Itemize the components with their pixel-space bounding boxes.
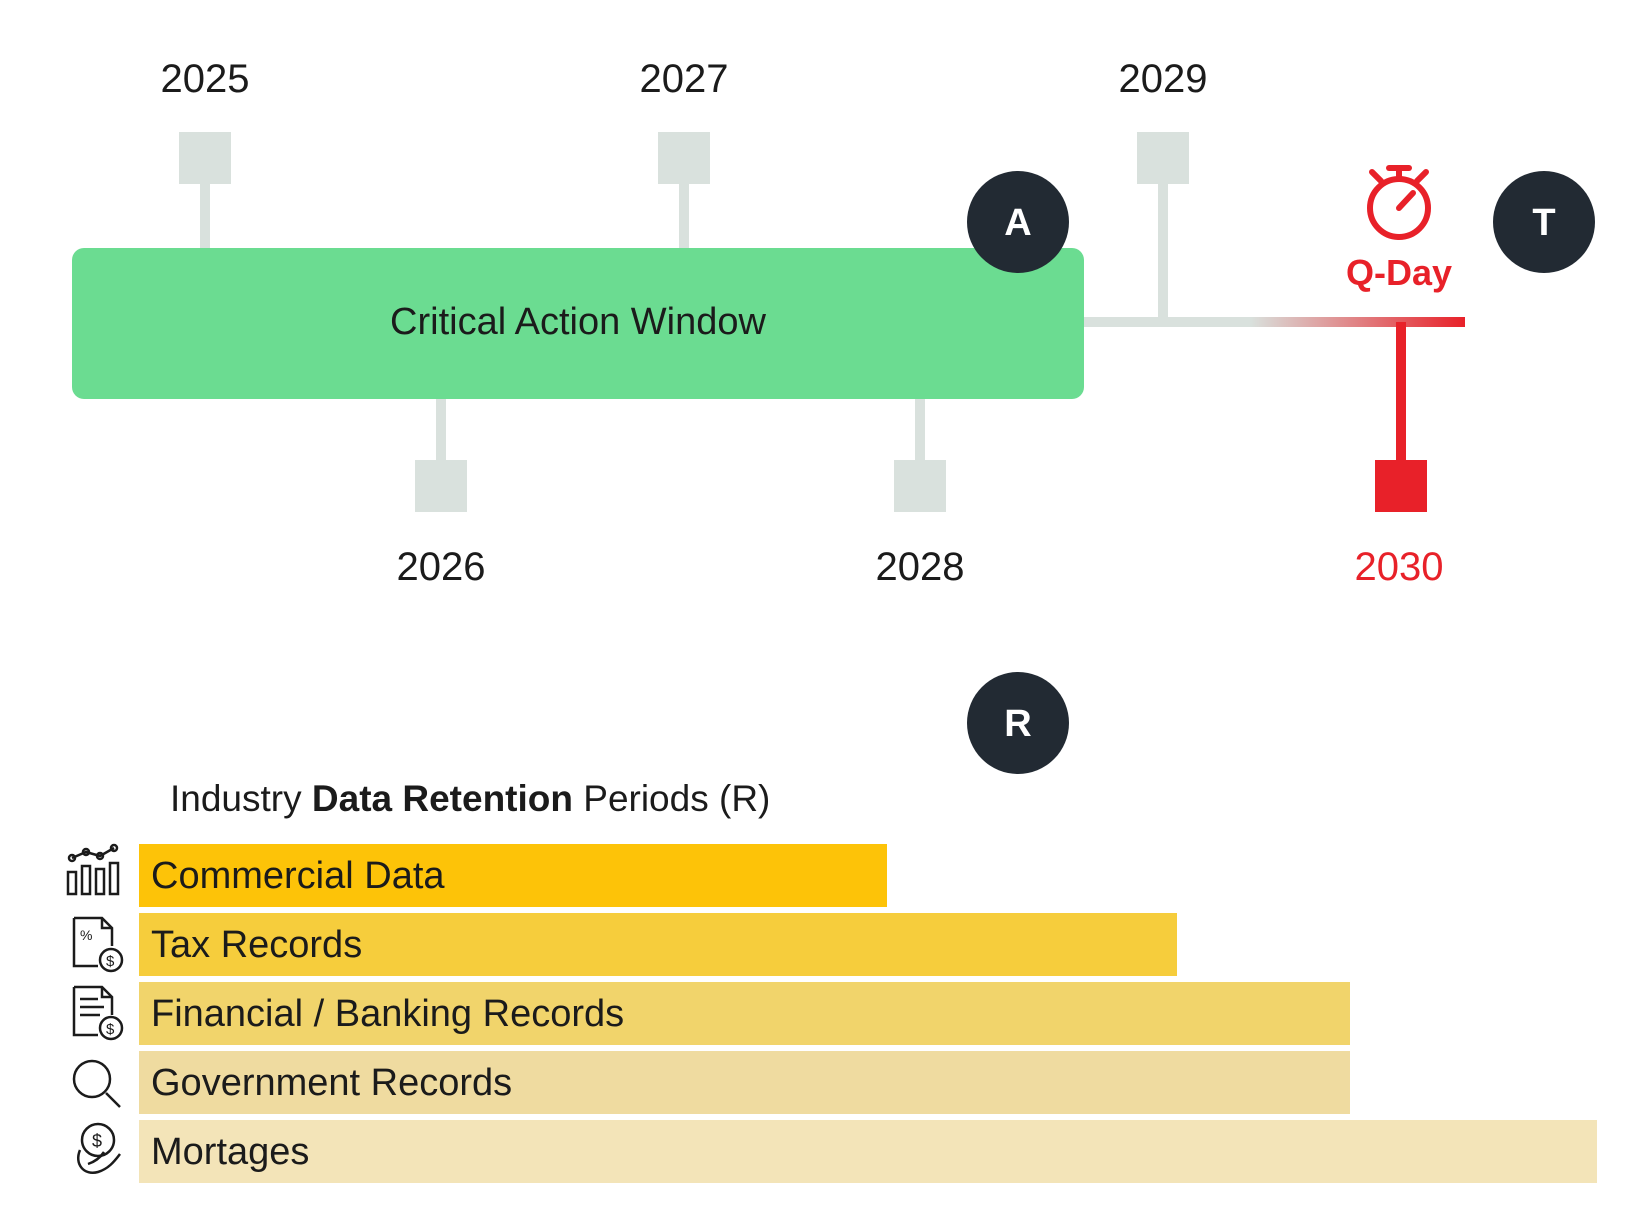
bar-financial-banking-records (139, 982, 1350, 1045)
year-label-2026: 2026 (397, 545, 486, 589)
svg-text:%: % (80, 927, 92, 943)
badge-r (967, 672, 1069, 774)
timeline-line (1080, 317, 1355, 327)
retention-title-bold: Data Retention (312, 778, 573, 819)
retention-title-prefix: Industry (170, 778, 312, 819)
bar-chart-icon (66, 843, 120, 896)
bar-mortages (139, 1120, 1597, 1183)
timeline-fade-line (1250, 317, 1465, 327)
bar-label-financial-banking-records: Financial / Banking Records (151, 993, 624, 1035)
bar-label-mortages: Mortages (151, 1131, 309, 1173)
year-label-2030: 2030 (1355, 545, 1444, 589)
year-2028-marker (894, 460, 946, 512)
year-label-2027: 2027 (640, 57, 729, 101)
year-label-2028: 2028 (876, 545, 965, 589)
tax-document-icon: % $ (72, 916, 124, 973)
bar-tax-records (139, 913, 1177, 976)
svg-text:$: $ (92, 1131, 102, 1151)
stopwatch-icon (1367, 165, 1431, 240)
critical-action-window-label: Critical Action Window (390, 301, 766, 343)
badge-t (1493, 171, 1595, 273)
bar-government-records (139, 1051, 1350, 1114)
badge-r-label: R (1004, 703, 1031, 745)
critical-action-window (72, 248, 1084, 399)
svg-text:$: $ (106, 953, 115, 970)
year-2029-marker (1137, 132, 1189, 184)
svg-text:$: $ (106, 1021, 115, 1038)
year-2027-marker (658, 132, 710, 184)
magnifier-icon (72, 1059, 121, 1108)
year-label-2029: 2029 (1119, 57, 1208, 101)
year-label-2025: 2025 (161, 57, 250, 101)
retention-title-suffix: Periods (R) (573, 778, 770, 819)
bar-label-commercial-data: Commercial Data (151, 855, 445, 897)
badge-t-label: T (1532, 202, 1555, 244)
badge-a-label: A (1004, 202, 1031, 244)
year-2025-marker (179, 132, 231, 184)
retention-title: Industry Data Retention Periods (R) (170, 778, 770, 819)
financial-document-icon: $ (72, 985, 124, 1041)
year-2030-marker (1375, 460, 1427, 512)
bar-commercial-data (139, 844, 887, 907)
year-2030-connector (1396, 322, 1406, 462)
year-2026-marker (415, 460, 467, 512)
qday-label: Q-Day (1346, 252, 1452, 293)
money-hand-icon: $ (77, 1122, 121, 1175)
bar-label-tax-records: Tax Records (151, 924, 362, 966)
badge-a (967, 171, 1069, 273)
bar-label-government-records: Government Records (151, 1062, 512, 1104)
